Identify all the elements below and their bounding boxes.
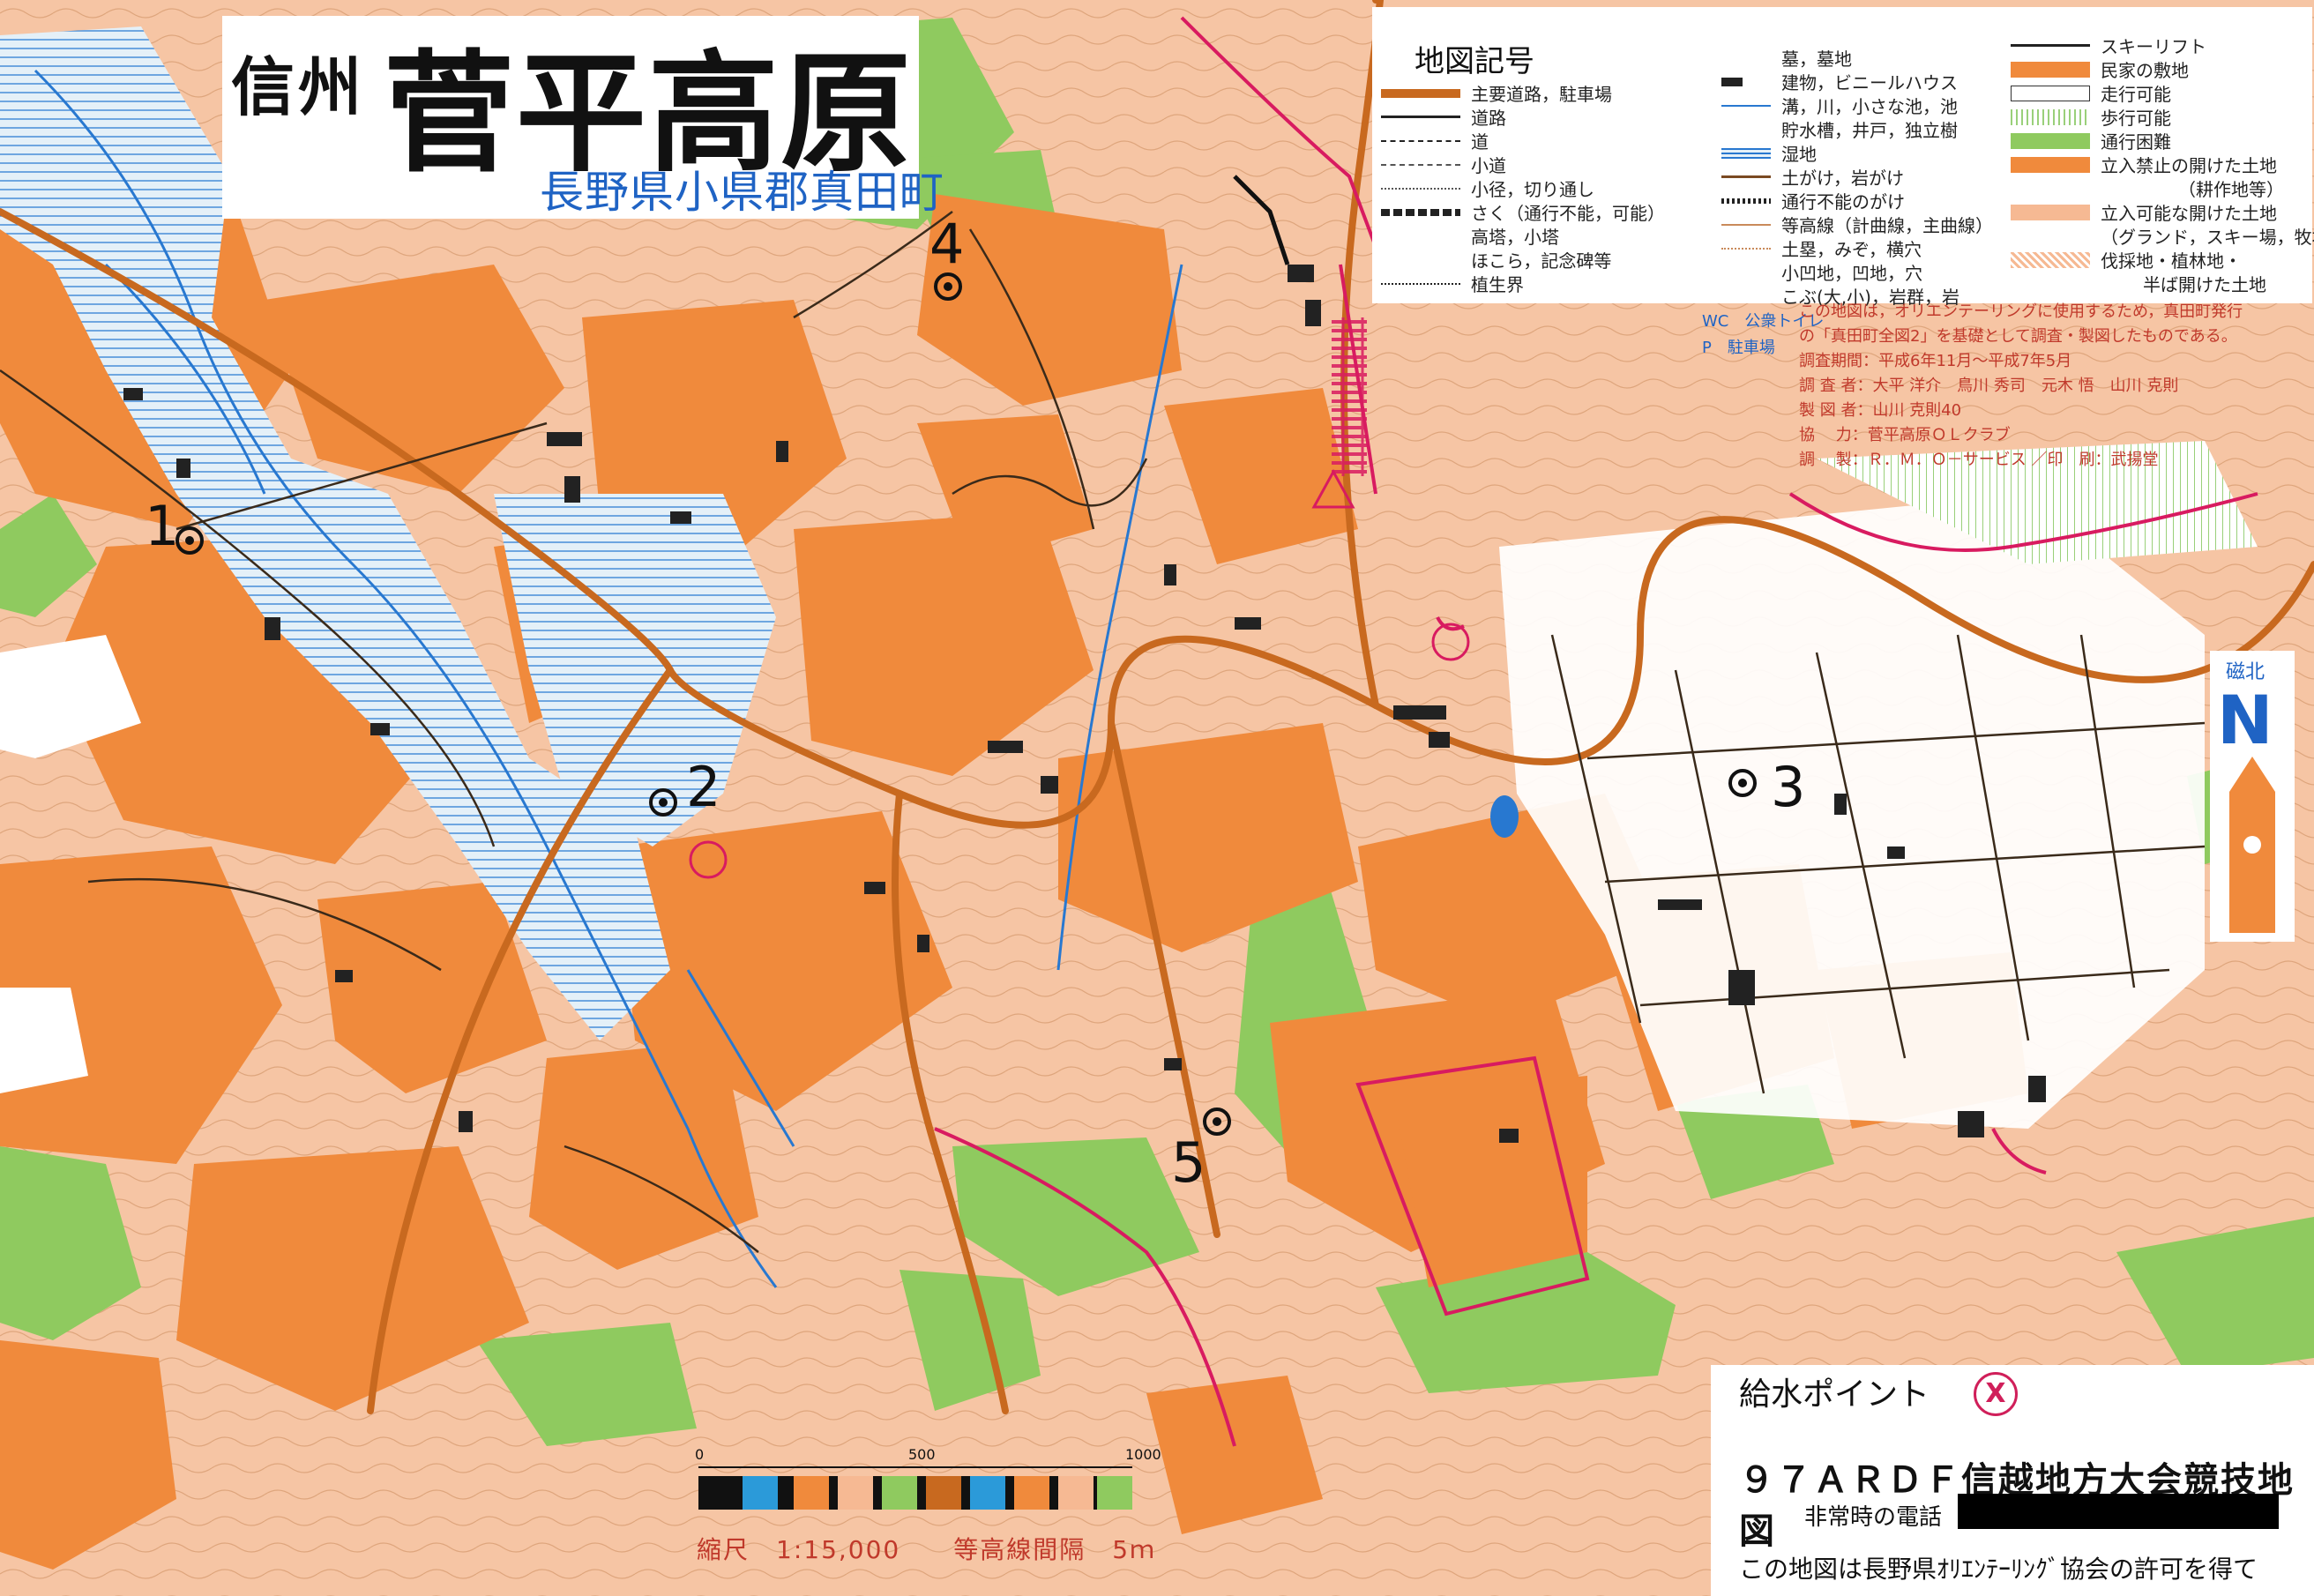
legend-item: 植生界 [1471,274,1524,295]
legend-item: 土塁，みぞ，横穴 [1781,239,1922,260]
legend-amenity-wc: WC 公衆トイレ [1702,312,1825,331]
legend-item: 道路 [1471,108,1506,129]
credit-line: 調査期間：平成6年11月～平成7年5月 [1799,352,2072,370]
streams [34,69,1183,1288]
legend-item: 主要道路，駐車場 [1471,84,1612,105]
legend-column-1: 主要道路，駐車場 道路 道 小道 小径，切り通し さく（通行不能，可能） 高塔，… [1381,81,1665,295]
legend-amenity-parking: P 駐車場 [1702,339,1775,357]
north-arrow-panel: 磁北 N [2210,651,2295,942]
legend-item: スキーリフト [2101,36,2206,57]
map-title: 菅平高原 [384,38,913,190]
north-letter: N [2217,681,2273,759]
credit-line: この地図は，オリエンテーリングに使用するため，真田町発行 [1799,302,2243,321]
credit-line: 調 査 者：大平 洋介 鳥川 秀司 元木 悟 山川 克則 [1799,377,2179,395]
legend-item: 高塔，小塔 [1471,227,1559,248]
map-credits: この地図は，オリエンテーリングに使用するため，真田町発行 の「真田町全図2」を基… [1799,300,2312,469]
pond [1490,795,1519,838]
legend-item: 半ば開けた土地 [2143,274,2266,295]
legend-item: 墓，墓地 [1781,48,1852,70]
legend-item: （耕作地等） [2178,179,2284,200]
wetland-area [0,26,776,1040]
legend-item: さく（通行不能，可能） [1471,203,1665,224]
legend-item: 歩行可能 [2101,108,2171,129]
legend-title: 地図記号 [1415,44,1534,79]
legend-panel: 地図記号 主要道路，駐車場 道路 道 小道 小径，切り通し さく（通行不能，可能… [1372,7,2314,308]
legend-item: 走行可能 [2101,84,2171,105]
legend-item: （グランド，スキー場，牧場） [2101,227,2314,248]
scale-tick-1000: 1000 [1125,1446,1161,1463]
legend-item: 等高線（計曲線，主曲線） [1781,215,1993,236]
scale-text: 縮尺 1:15,000 等高線間隔 5ｍ [697,1535,1157,1564]
legend-item: 伐採地・植林地・ [2101,250,2242,272]
checkpoint-label-2: 2 [686,755,721,819]
course-track [1233,175,1290,265]
north-arrow-icon [2229,757,2275,933]
legend-item: 貯水槽，井戸，独立樹 [1781,120,1958,141]
credit-line: の「真田町全図2」を基礎として調査・製図したものである。 [1799,327,2237,346]
scale-tick-0: 0 [695,1446,705,1463]
checkpoint-label-3: 3 [1771,755,1806,819]
checkpoint-label-5: 5 [1171,1130,1206,1195]
checkpoint-label-4: 4 [929,212,965,276]
redacted-phone-number [1958,1494,2279,1529]
legend-item: 小凹地，凹地，穴 [1781,263,1922,284]
legend-column-3: スキーリフト 民家の敷地 走行可能 歩行可能 通行困難 立入禁止の開けた土地 （… [2011,34,2314,295]
water-point-label: 給水ポイント [1739,1376,1930,1413]
ski-lift [1332,317,1367,476]
checkpoint-label-1: 1 [145,494,180,558]
legend-item: こぶ(大,小)，岩群，岩 [1781,287,1959,308]
scale-tick-500: 500 [908,1446,936,1463]
start-triangle [1311,468,1355,509]
emergency-phone-label: 非常時の電話 [1804,1504,1943,1531]
legend-item: 民家の敷地 [2101,60,2189,81]
permission-note: この地図は長野県ｵﾘｴﾝﾃｰﾘﾝｸﾞ協会の許可を得て [1739,1555,2258,1584]
legend-item: 通行不能のがけ [1781,191,1905,213]
legend-item: 小径，切り通し [1471,179,1594,200]
map-subtitle: 長野県小県郡真田町 [540,167,944,218]
legend-item: 土がけ，岩がけ [1781,168,1904,189]
magnetic-north-label: 磁北 [2226,661,2265,683]
legend-item: 建物，ビニールハウス [1781,72,1958,93]
scale-bar [698,1466,1132,1510]
credit-line: 製 図 者：山川 克則40 [1799,401,1962,420]
legend-item: 小道 [1471,155,1506,176]
credit-line: 協 力：菅平高原ＯＬクラブ [1799,426,2011,444]
legend-item: 道 [1471,131,1489,153]
finish-circle [1431,623,1470,661]
checkpoint-markers [175,272,1757,1136]
water-point-circle [689,840,728,879]
water-point-icon: X [1974,1372,2018,1416]
buildings [123,265,2046,1143]
legend-item: 溝，川，小さな池，池 [1781,96,1958,117]
legend-item: 通行困難 [2101,131,2171,153]
title-panel [222,16,919,219]
legend-item: ほこら，記念碑等 [1471,250,1612,272]
main-roads [0,0,2314,1414]
title-prefix: 信州 [231,49,366,124]
legend-item: 立入禁止の開けた土地 [2101,155,2277,176]
legend-item: 湿地 [1781,144,1817,165]
legend-item: 立入可能な開けた土地 [2101,203,2277,224]
credit-line: 調 製：Ｒ．Ｍ．Ｏ－サービス ／印 刷：武揚堂 [1799,451,2159,469]
legend-column-2: 墓，墓地 建物，ビニールハウス 溝，川，小さな池，池 貯水槽，井戸，独立樹 湿地… [1721,46,1993,308]
